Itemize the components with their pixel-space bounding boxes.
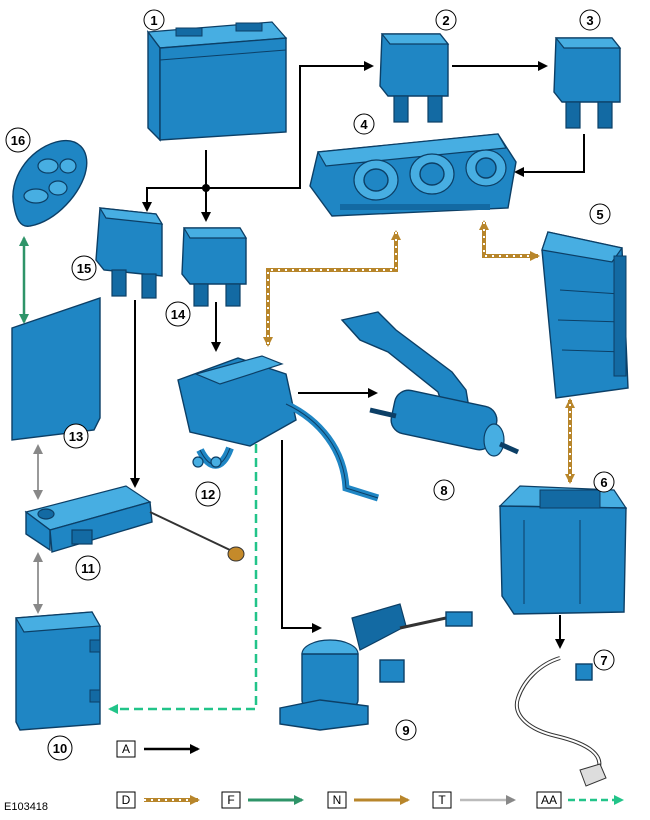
antenna-icon xyxy=(11,297,101,441)
svg-text:F: F xyxy=(227,793,234,807)
callout-2: 2 xyxy=(435,9,457,31)
svg-text:11: 11 xyxy=(81,561,95,576)
fuse-15-icon xyxy=(95,207,164,299)
legend-item-f: F xyxy=(221,791,304,809)
fuel-fired-heater-icon xyxy=(177,355,380,502)
legend-item-n: N xyxy=(327,791,410,809)
svg-text:7: 7 xyxy=(600,653,607,668)
svg-text:N: N xyxy=(333,793,342,807)
legend: A D F N T AA xyxy=(116,740,624,809)
callout-13: 13 xyxy=(63,423,89,449)
climate-control-panel-icon xyxy=(309,133,517,217)
remote-control-fob-icon xyxy=(12,139,88,227)
callout-7: 7 xyxy=(593,649,615,671)
svg-text:8: 8 xyxy=(440,483,447,498)
bus-panel4-module5 xyxy=(479,220,540,261)
connections xyxy=(19,61,585,714)
wire-fuse3-panel4 xyxy=(514,134,585,177)
svg-text:4: 4 xyxy=(360,117,368,132)
remote-receiver-icon xyxy=(24,485,245,562)
svg-text:5: 5 xyxy=(596,207,603,222)
control-module-6-icon xyxy=(498,485,628,615)
callout-12: 12 xyxy=(195,481,221,507)
bus-panel4-heater12-dots xyxy=(267,232,397,345)
control-module-10-icon xyxy=(15,611,101,731)
callout-5: 5 xyxy=(589,203,611,225)
callout-10: 10 xyxy=(47,735,73,761)
callout-11: 11 xyxy=(75,555,101,581)
coolant-pump-icon xyxy=(279,603,473,731)
legend-item-t: T xyxy=(432,791,516,809)
svg-text:13: 13 xyxy=(69,429,83,444)
svg-text:9: 9 xyxy=(402,723,409,738)
wire-heater12-pump9 xyxy=(281,440,322,633)
callout-6: 6 xyxy=(593,471,615,493)
svg-text:D: D xyxy=(122,793,131,807)
svg-text:10: 10 xyxy=(53,741,67,756)
callout-14: 14 xyxy=(165,301,191,327)
bus-panel4-module5-dots xyxy=(483,222,532,257)
svg-text:6: 6 xyxy=(600,475,607,490)
svg-text:2: 2 xyxy=(442,13,449,28)
wire-junction-fuse15 xyxy=(142,187,206,212)
fuse-2-icon xyxy=(379,33,450,123)
svg-text:15: 15 xyxy=(77,261,91,276)
can-heater12-module10 xyxy=(108,444,258,714)
control-module-5-icon xyxy=(541,231,629,399)
svg-text:12: 12 xyxy=(201,487,215,502)
callout-8: 8 xyxy=(433,479,455,501)
wire-junction-fuse2 xyxy=(206,61,374,189)
legend-item-d: D xyxy=(116,791,200,809)
svg-text:3: 3 xyxy=(586,13,593,28)
callouts: 1 2 3 4 5 6 7 8 9 10 11 12 13 14 15 16 xyxy=(5,9,615,761)
svg-text:14: 14 xyxy=(171,307,186,322)
svg-text:A: A xyxy=(122,742,130,756)
callout-15: 15 xyxy=(71,255,97,281)
callout-1: 1 xyxy=(143,9,165,31)
fuse-3-icon xyxy=(553,37,622,129)
temperature-sensor-icon xyxy=(514,656,607,787)
callout-4: 4 xyxy=(353,113,375,135)
svg-text:16: 16 xyxy=(11,133,25,148)
legend-item-aa: AA xyxy=(536,791,624,809)
legend-item-a: A xyxy=(116,740,200,758)
figure-reference-code: E103418 xyxy=(4,801,48,813)
fuel-pump-icon xyxy=(340,311,520,457)
callout-3: 3 xyxy=(579,9,601,31)
svg-text:T: T xyxy=(438,793,446,807)
callout-16: 16 xyxy=(5,127,31,153)
svg-text:AA: AA xyxy=(541,793,557,807)
svg-text:1: 1 xyxy=(150,13,157,28)
battery-icon xyxy=(146,21,288,142)
callout-9: 9 xyxy=(395,719,417,741)
fuse-14-icon xyxy=(181,227,248,307)
